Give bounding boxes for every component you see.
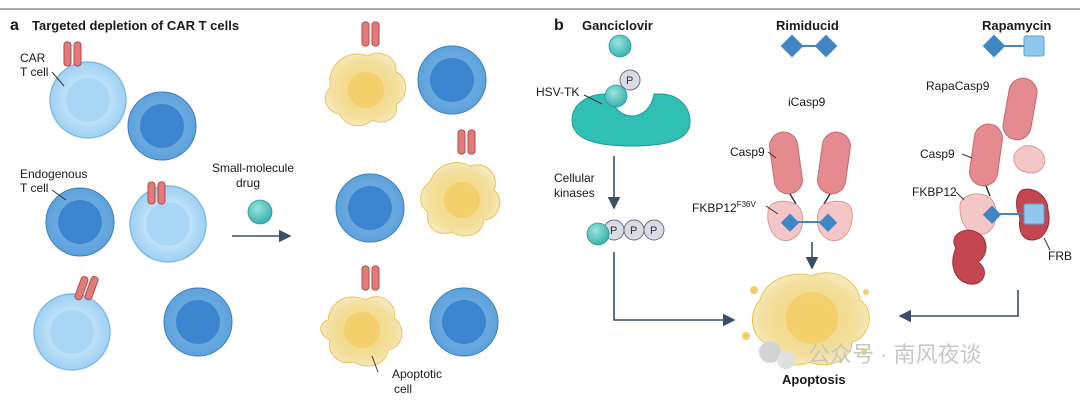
small-molecule-drug-icon: [247, 199, 273, 225]
svg-text:P: P: [630, 225, 637, 237]
cellular-kinases-label-1: Cellular: [554, 171, 595, 185]
svg-text:P: P: [610, 225, 617, 237]
fkbp12-f36v-label: FKBP12F36V: [692, 200, 756, 215]
fkbp12-right-label: FKBP12: [912, 185, 957, 199]
rapacasp9-complex: [952, 77, 1050, 285]
car-t-cell: [49, 41, 127, 139]
apoptotic-cell: [420, 129, 501, 237]
icasp9-dimer: [767, 131, 853, 242]
phosphate-icon: [619, 69, 641, 91]
rapacasp9-label: RapaCasp9: [926, 79, 990, 93]
drug-label-2: drug: [236, 176, 260, 190]
drug-label-1: Small-molecule: [212, 161, 294, 175]
rimiducid-molecule-icon: [780, 34, 838, 58]
triphosphate-ganciclovir: P P P: [586, 219, 665, 246]
endogenous-t-cell: [335, 173, 405, 243]
endogenous-t-cell: [163, 287, 233, 357]
car-t-cell-label-2: T cell: [20, 65, 48, 79]
casp9-right-label: Casp9: [920, 147, 955, 161]
casp9-left-label: Casp9: [730, 145, 765, 159]
apoptotic-cell: [320, 265, 403, 367]
ganciclovir-to-apoptosis-arrow: [613, 252, 736, 327]
endogenous-t-cell: [127, 91, 197, 161]
watermark-text: 公众号 · 南风夜谈: [808, 342, 982, 367]
hsv-tk-label: HSV-TK: [536, 85, 579, 99]
apoptosis-label: Apoptosis: [782, 372, 846, 387]
endogenous-t-cell-label-1: Endogenous: [20, 167, 87, 181]
rimiducid-label: Rimiducid: [776, 18, 839, 33]
ganciclovir-molecule-icon: [608, 34, 632, 58]
apoptotic-cell: [324, 21, 407, 127]
watermark: 公众号 · 南风夜谈: [759, 341, 982, 369]
panel-a-title: Targeted depletion of CAR T cells: [32, 18, 239, 33]
car-t-cell: [33, 276, 111, 371]
ganciclovir-label: Ganciclovir: [582, 18, 653, 33]
icasp9-label: iCasp9: [788, 95, 826, 109]
apoptotic-cell-label-1: Apoptotic: [392, 367, 442, 381]
apoptotic-cell-label-2: cell: [394, 382, 412, 396]
rapamycin-label: Rapamycin: [982, 18, 1051, 33]
frb-label: FRB: [1048, 249, 1072, 263]
endogenous-t-cell: [45, 187, 115, 257]
svg-text:P: P: [650, 225, 657, 237]
endogenous-t-cell: [429, 287, 499, 357]
car-t-cell-label-1: CAR: [20, 51, 46, 65]
ganciclovir-bound-icon: [604, 84, 628, 108]
hsv-tk-enzyme: [571, 93, 691, 147]
endogenous-t-cell-label-2: T cell: [20, 181, 48, 195]
phosphate-label: P: [626, 75, 633, 87]
panel-a-letter: a: [10, 17, 19, 34]
rapamycin-to-apoptosis-arrow: [898, 290, 1019, 323]
car-t-cell: [129, 181, 207, 263]
cellular-kinases-label-2: kinases: [554, 186, 595, 200]
endogenous-t-cell: [417, 45, 487, 115]
panel-b-letter: b: [554, 17, 564, 34]
rapamycin-molecule-icon: [982, 34, 1045, 58]
